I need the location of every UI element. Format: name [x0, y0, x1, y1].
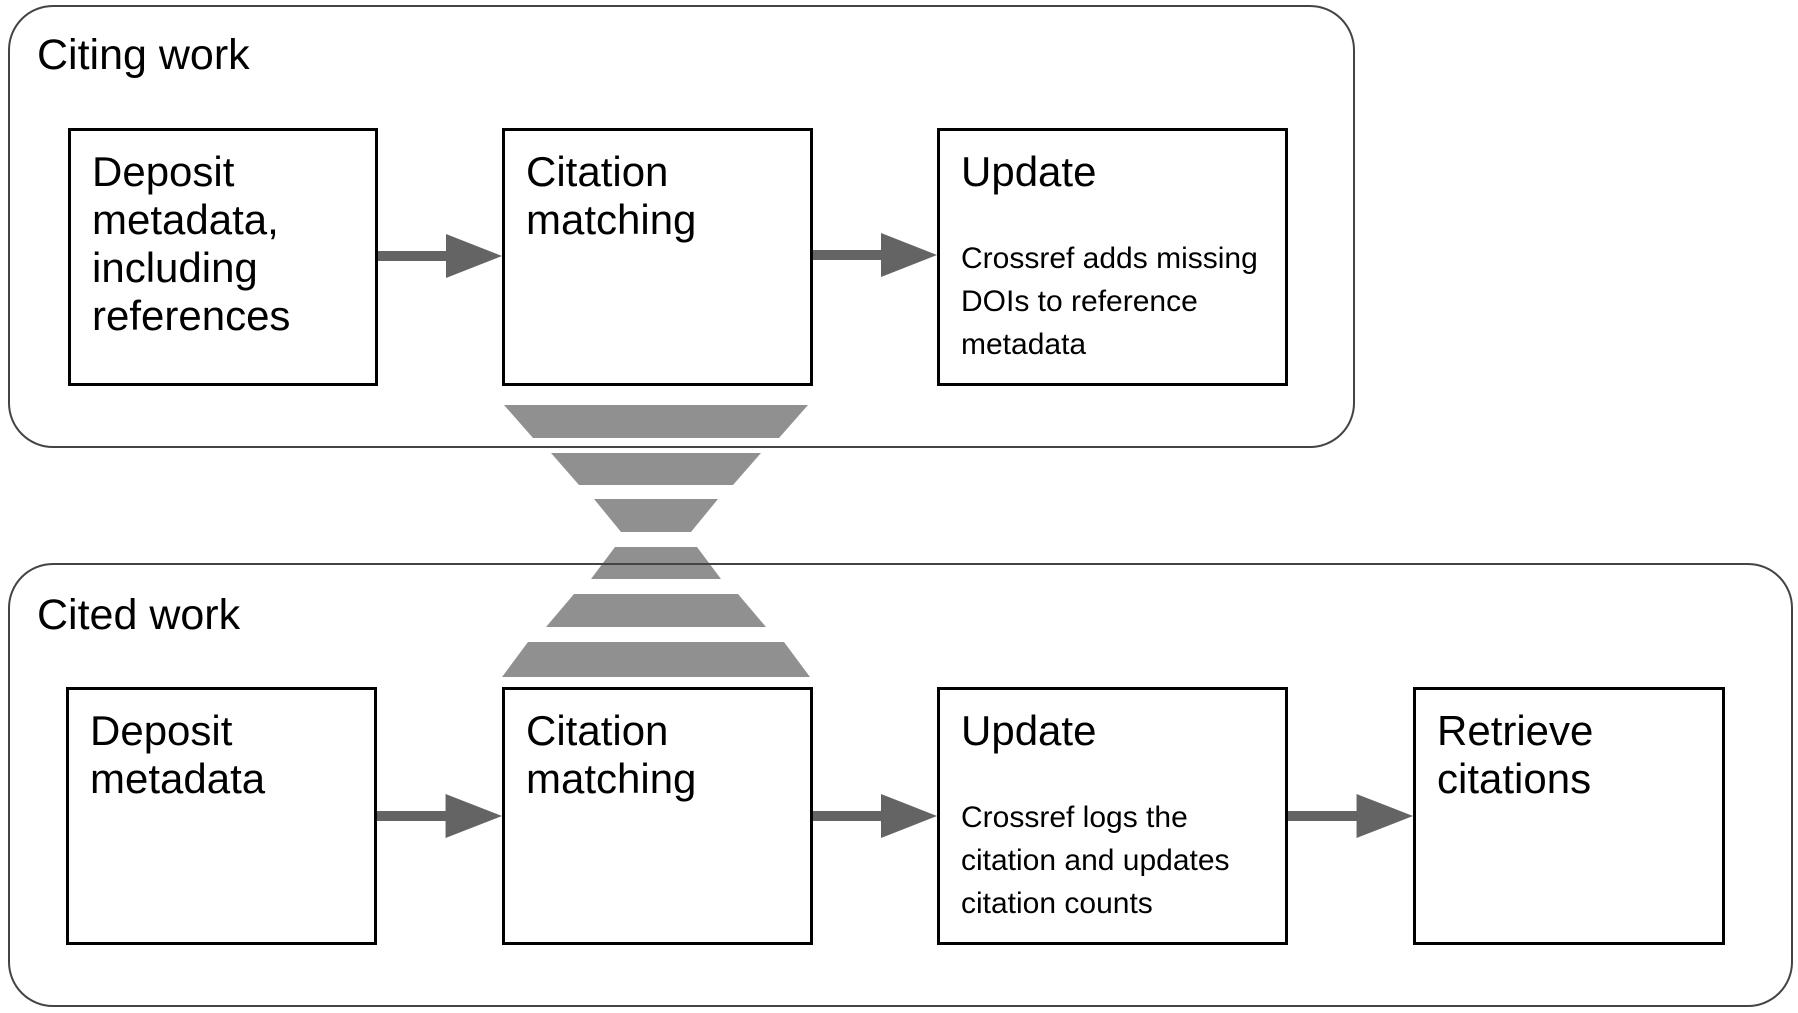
box-title: Deposit metadata, including references	[92, 148, 291, 339]
box-deposit-metadata-including-references: Deposit metadata, including references	[68, 128, 378, 386]
box-title: Citation matching	[526, 707, 697, 802]
citing-work-label: Citing work	[37, 31, 250, 79]
box-title: Retrieve citations	[1437, 707, 1594, 802]
box-update-citing: Update Crossref adds missing DOIs to ref…	[937, 128, 1288, 386]
box-description: Crossref adds missing DOIs to reference …	[961, 242, 1258, 361]
arrow-right-icon	[377, 794, 502, 838]
container-citing-work: Citing work Deposit metadata, including …	[8, 5, 1355, 448]
box-citation-matching-citing: Citation matching	[502, 128, 813, 386]
container-cited-work: Cited work Deposit metadata Citation mat…	[8, 563, 1793, 1007]
funnel-band	[551, 453, 761, 485]
funnel-band	[594, 499, 718, 532]
box-title: Update	[961, 148, 1097, 195]
box-retrieve-citations: Retrieve citations	[1413, 687, 1725, 945]
funnel-band	[546, 594, 766, 627]
arrow-right-icon	[813, 794, 937, 838]
funnel-band	[502, 642, 810, 677]
box-title: Update	[961, 707, 1097, 754]
box-update-cited: Update Crossref logs the citation and up…	[937, 687, 1288, 945]
arrow-right-icon	[378, 234, 502, 278]
box-description: Crossref logs the citation and updates c…	[961, 801, 1230, 920]
box-title: Citation matching	[526, 148, 697, 243]
arrow-right-icon	[1288, 794, 1413, 838]
box-deposit-metadata: Deposit metadata	[66, 687, 377, 945]
box-citation-matching-cited: Citation matching	[502, 687, 813, 945]
funnel-band	[504, 405, 808, 438]
arrow-right-icon	[813, 233, 937, 277]
cited-work-label: Cited work	[37, 591, 241, 639]
box-title: Deposit metadata	[90, 707, 266, 802]
